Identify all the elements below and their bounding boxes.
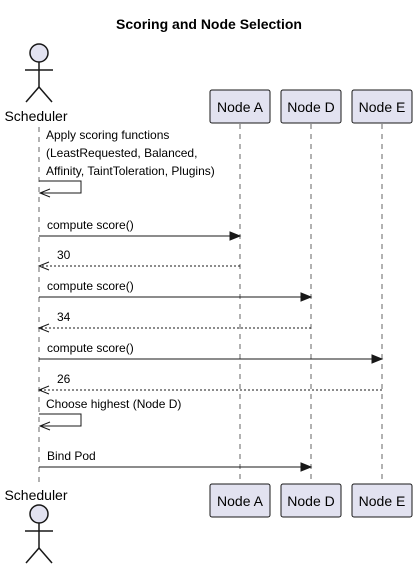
participant-node-d-bottom: Node D xyxy=(280,483,342,518)
actor-right-leg xyxy=(38,547,53,564)
arrowhead-icon xyxy=(37,261,50,271)
actor-head-icon xyxy=(29,43,49,63)
actor-right-leg xyxy=(38,86,53,103)
actor-left-leg xyxy=(25,86,40,103)
participant-node-e-top: Node E xyxy=(351,89,413,124)
self-message-arrow xyxy=(39,180,82,194)
actor-scheduler-bottom: Scheduler xyxy=(4,487,68,564)
message: 26 xyxy=(37,372,382,395)
actor-left-leg xyxy=(25,547,40,564)
arrowhead-icon xyxy=(38,421,51,431)
diagram-title: Scoring and Node Selection xyxy=(116,16,302,32)
messages-group: Apply scoring functions (LeastRequested, … xyxy=(37,128,384,472)
message-label: 34 xyxy=(57,310,71,324)
message-label: compute score() xyxy=(47,341,134,355)
participant-label: Node A xyxy=(217,99,264,115)
message: 30 xyxy=(37,248,240,271)
participant-label: Node A xyxy=(217,493,264,509)
arrowhead-icon xyxy=(300,462,313,472)
participant-node-e-bottom: Node E xyxy=(351,483,413,518)
message-label: compute score() xyxy=(47,279,134,293)
participant-node-a-top: Node A xyxy=(209,89,271,124)
actor-head-icon xyxy=(29,504,49,524)
arrowhead-icon xyxy=(37,385,50,395)
message-label: Apply scoring functions xyxy=(46,128,169,142)
message: Apply scoring functions (LeastRequested, … xyxy=(38,128,215,198)
actor-label: Scheduler xyxy=(4,108,67,124)
participant-label: Node D xyxy=(287,99,334,115)
arrowhead-icon xyxy=(229,231,242,241)
arrowhead-icon xyxy=(38,188,51,198)
actor-scheduler-top: Scheduler xyxy=(4,43,68,124)
message: compute score() xyxy=(39,341,384,364)
participant-node-a-bottom: Node A xyxy=(209,483,271,518)
message-label: Affinity, TaintToleration, Plugins) xyxy=(46,164,215,178)
message: compute score() xyxy=(39,218,242,241)
message: Bind Pod xyxy=(39,449,313,472)
message-label: Bind Pod xyxy=(47,449,96,463)
arrowhead-icon xyxy=(300,292,313,302)
arrowhead-icon xyxy=(371,354,384,364)
participant-label: Node D xyxy=(287,493,334,509)
participant-label: Node E xyxy=(359,99,406,115)
actor-label: Scheduler xyxy=(4,487,67,503)
message: 34 xyxy=(37,310,311,333)
message-label: compute score() xyxy=(47,218,134,232)
participant-node-d-top: Node D xyxy=(280,89,342,124)
message-label: 30 xyxy=(57,248,71,262)
self-message-arrow xyxy=(39,413,82,427)
arrowhead-icon xyxy=(37,323,50,333)
message-label: (LeastRequested, Balanced, xyxy=(46,146,197,160)
message-label: 26 xyxy=(57,372,71,386)
message: Choose highest (Node D) xyxy=(38,397,181,431)
message-label: Choose highest (Node D) xyxy=(46,397,181,411)
message: compute score() xyxy=(39,279,313,302)
participant-label: Node E xyxy=(359,493,406,509)
